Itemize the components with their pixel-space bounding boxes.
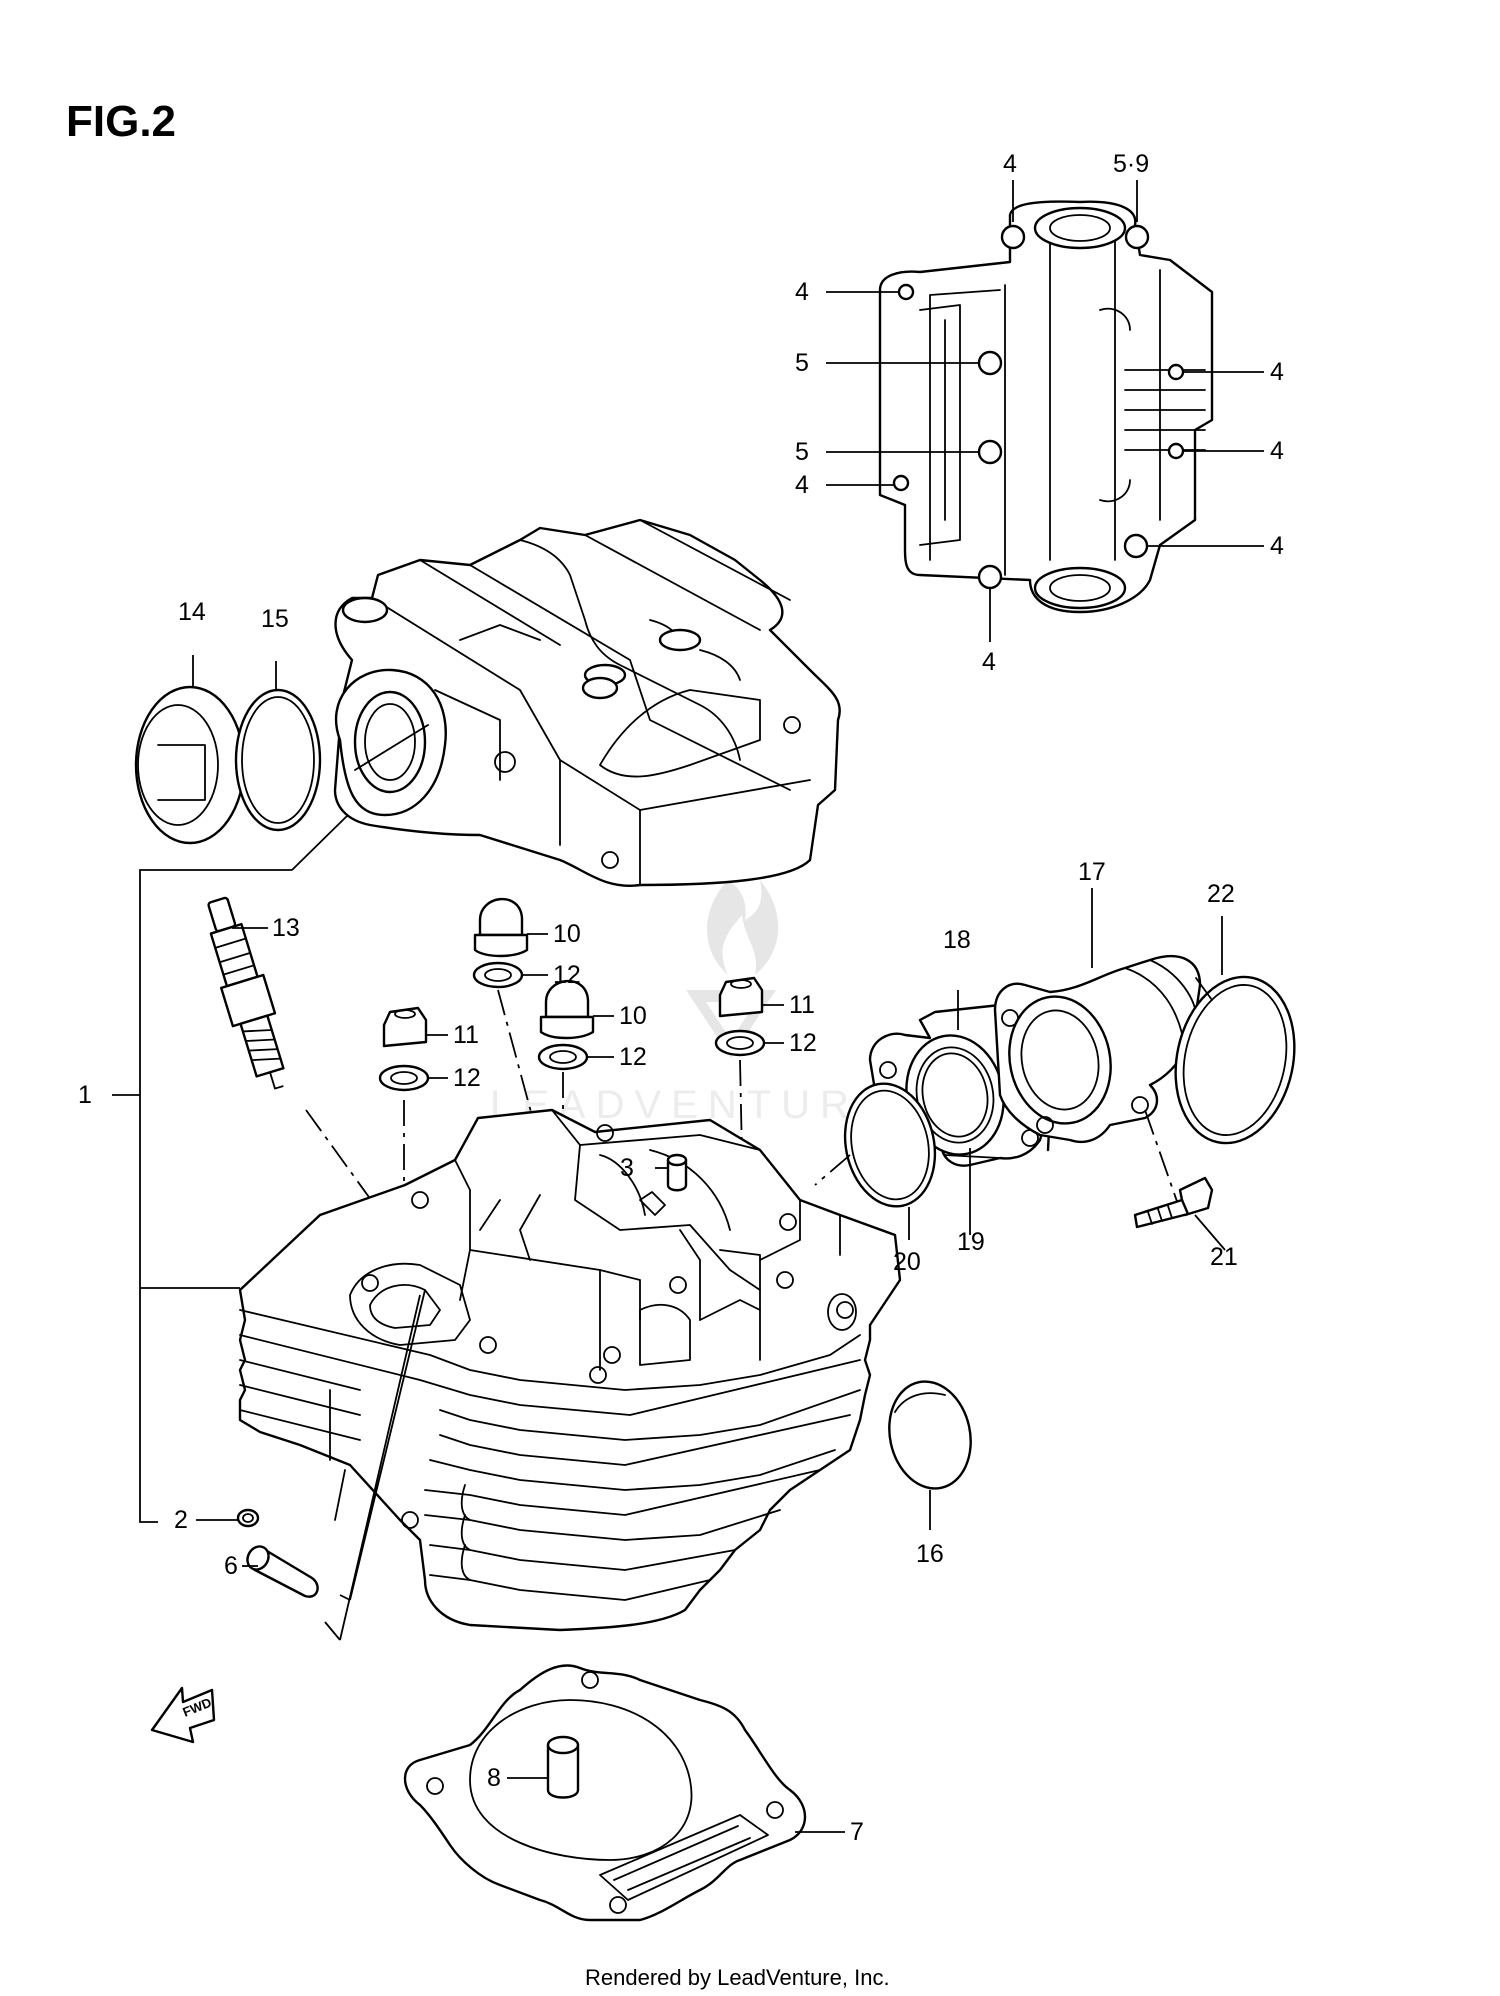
fwd-direction-arrow: FWD [150, 1686, 216, 1744]
callout-15: 15 [261, 605, 289, 633]
head-pin [639, 1191, 666, 1216]
callout-22: 22 [1207, 880, 1235, 908]
callout-4-left-2: 4 [795, 471, 809, 499]
callout-21: 21 [1210, 1243, 1238, 1271]
callout-12-c: 12 [453, 1064, 481, 1092]
part-10-cap-nut-b [539, 979, 595, 1040]
part-8-dowel [546, 1735, 580, 1799]
footer-credit: Rendered by LeadVenture, Inc. [585, 1965, 890, 1990]
part-1-bracket [112, 869, 292, 1523]
callout-19: 19 [957, 1228, 985, 1256]
callout-12-b: 12 [619, 1043, 647, 1071]
callout-5-9: 5·9 [1113, 150, 1149, 178]
callout-5-b: 5 [795, 438, 809, 466]
part-20-o-ring [843, 1082, 937, 1208]
callout-8: 8 [487, 1764, 501, 1792]
callout-labels: 4 5·9 4 5 4 5 4 4 4 4 14 15 13 10 12 10 … [78, 150, 1284, 1846]
callout-10-a: 10 [553, 920, 581, 948]
callout-17: 17 [1078, 858, 1106, 886]
axis-10a [497, 989, 549, 1176]
part-19-o-ring [921, 1052, 989, 1138]
callout-1: 1 [78, 1081, 92, 1109]
callout-14: 14 [178, 598, 206, 626]
part-12-washer-c [378, 1064, 430, 1092]
callout-16: 16 [916, 1540, 944, 1568]
callout-12-d: 12 [789, 1029, 817, 1057]
part-12-washer-a [472, 961, 524, 989]
part-17-intake-pipe [993, 955, 1202, 1144]
part-6-dowel-pin [246, 1545, 319, 1598]
lead-21 [1194, 1214, 1226, 1251]
callout-4-right-2: 4 [1270, 437, 1284, 465]
cylinder-head-cover [333, 518, 841, 887]
axis-20 [814, 1154, 851, 1186]
part-13-spark-plug [207, 896, 285, 1090]
callout-4-bottom: 4 [982, 648, 996, 676]
callout-13: 13 [272, 914, 300, 942]
head-cover-leaders [826, 180, 1264, 642]
cover-to-bracket-line [291, 814, 349, 871]
callout-20: 20 [893, 1248, 921, 1276]
part-22-clamp [1174, 975, 1296, 1145]
part-21-bolt [1133, 1176, 1214, 1229]
head-cover-bolt-pattern [878, 200, 1214, 614]
callout-11-a: 11 [453, 1021, 479, 1049]
callout-10-b: 10 [619, 1002, 647, 1030]
part-12-washer-d [714, 1029, 766, 1057]
part-14-cap [134, 685, 246, 845]
part-11-nut-b [718, 976, 764, 1018]
callout-4-top: 4 [1003, 150, 1017, 178]
part-3-dowel [666, 1153, 688, 1192]
callout-7: 7 [850, 1818, 864, 1846]
callout-6: 6 [224, 1552, 238, 1580]
part-15-o-ring [234, 688, 322, 832]
callout-3: 3 [620, 1154, 634, 1182]
callout-4-right-1: 4 [1270, 358, 1284, 386]
part-1-cylinder-head [238, 1108, 902, 1632]
part-2-clip [236, 1508, 260, 1528]
part-16-plug [888, 1380, 972, 1490]
callout-5-a: 5 [795, 349, 809, 377]
part-10-cap-nut-a [473, 897, 529, 958]
callout-18: 18 [943, 926, 971, 954]
callout-11-b: 11 [789, 991, 815, 1019]
figure-title: FIG.2 [66, 97, 176, 146]
lead-dowel-ticks [324, 1594, 351, 1641]
callout-2: 2 [174, 1506, 188, 1534]
part-11-nut-a [382, 1006, 428, 1048]
axis-21 [1144, 1109, 1181, 1211]
part-7-gasket [403, 1664, 807, 1922]
callout-12-a: 12 [553, 961, 581, 989]
callout-4-right-3: 4 [1270, 532, 1284, 560]
lead-head-to-dowels [339, 1289, 426, 1641]
part-12-washer-b [537, 1043, 589, 1071]
callout-4-upper-left: 4 [795, 278, 809, 306]
